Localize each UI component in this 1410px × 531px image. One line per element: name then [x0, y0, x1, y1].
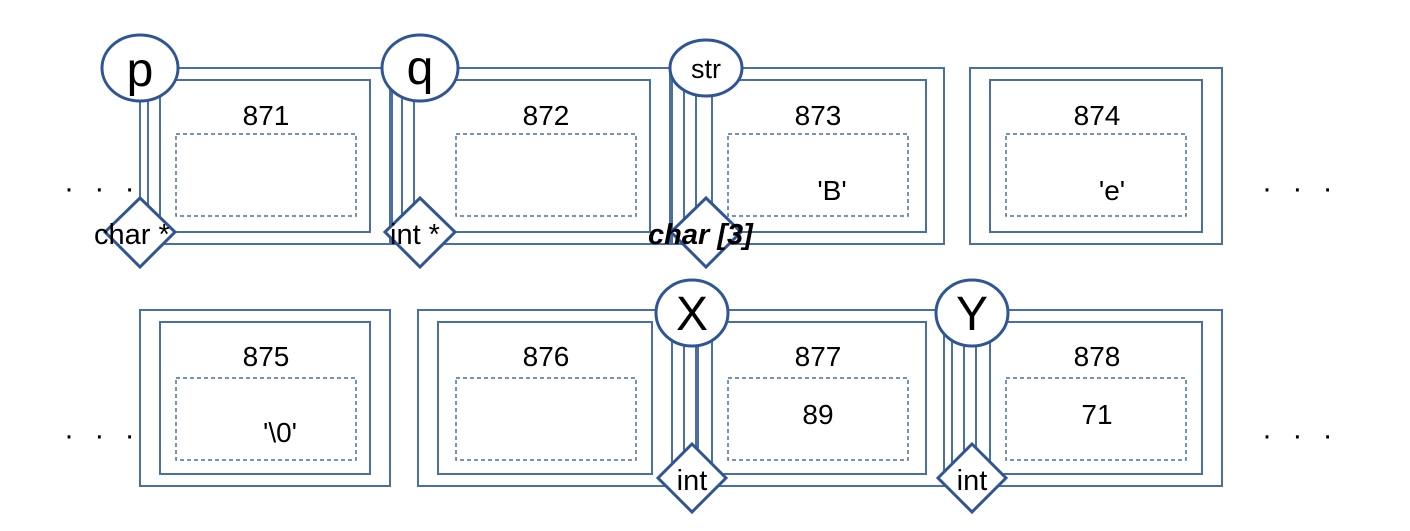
var-name-Y: Y [934, 278, 1010, 348]
var-frame-str-cont [417, 309, 699, 487]
value-box-875 [175, 377, 357, 461]
svg-text:q: q [407, 42, 434, 95]
var-name-p: p [100, 33, 180, 103]
var-type-X: int [655, 441, 729, 515]
value-877: 89 [802, 399, 833, 430]
cell-frame-875 [139, 309, 391, 487]
ellipsis-row1-right: · · · [1262, 172, 1339, 205]
cell-inner-frame-876 [437, 321, 653, 475]
address-875: 875 [243, 341, 290, 372]
value-box-874 [1005, 133, 1187, 217]
svg-text:char *: char * [94, 219, 170, 251]
svg-text:X: X [676, 288, 708, 341]
cell-inner-frame-875 [159, 321, 371, 475]
var-frame-X [671, 309, 945, 487]
var-frame-p [139, 67, 391, 245]
var-name-str: str [668, 38, 744, 98]
value-box-871 [175, 133, 357, 217]
var-inner-frame-p [159, 79, 371, 233]
address-874: 874 [1074, 100, 1121, 131]
var-frame-str [671, 67, 945, 245]
svg-text:str: str [691, 54, 721, 84]
svg-text:char [3]: char [3] [648, 219, 754, 251]
var-frame-q [391, 67, 671, 245]
address-873: 873 [795, 100, 842, 131]
value-874: 'e' [1099, 175, 1125, 206]
var-type-q: int * [382, 195, 458, 270]
value-box-878 [1005, 377, 1187, 461]
ellipsis-row2-left: · · · [64, 419, 141, 452]
value-box-877 [727, 377, 909, 461]
address-876: 876 [523, 341, 570, 372]
address-878: 878 [1074, 341, 1121, 372]
value-878: 71 [1081, 399, 1112, 430]
value-box-872 [455, 133, 637, 217]
address-877: 877 [795, 341, 842, 372]
cell-inner-frame-874 [989, 79, 1203, 233]
var-name-X: X [654, 278, 730, 348]
var-type-p: char * [94, 195, 178, 270]
var-inner-frame-str [711, 79, 927, 233]
var-name-q: q [380, 33, 460, 103]
value-875: '\0' [263, 417, 297, 448]
svg-text:Y: Y [956, 288, 988, 341]
svg-text:int: int [957, 465, 988, 497]
var-inner-frame-q [413, 79, 651, 233]
ellipsis-row2-right: · · · [1262, 419, 1339, 452]
svg-text:int *: int * [390, 219, 440, 251]
address-871: 871 [243, 100, 290, 131]
value-box-873 [727, 133, 909, 217]
svg-text:p: p [127, 44, 154, 97]
cell-frame-874 [969, 67, 1223, 245]
value-873: 'B' [817, 175, 846, 206]
svg-text:int: int [677, 465, 708, 497]
var-inner-frame-X [711, 321, 927, 475]
var-type-str: char [3] [648, 195, 754, 270]
var-inner-frame-Y [989, 321, 1203, 475]
address-872: 872 [523, 100, 570, 131]
value-box-876 [455, 377, 637, 461]
var-type-Y: int [935, 441, 1009, 515]
ellipsis-row1-left: · · · [64, 172, 141, 205]
var-frame-Y [951, 309, 1223, 487]
